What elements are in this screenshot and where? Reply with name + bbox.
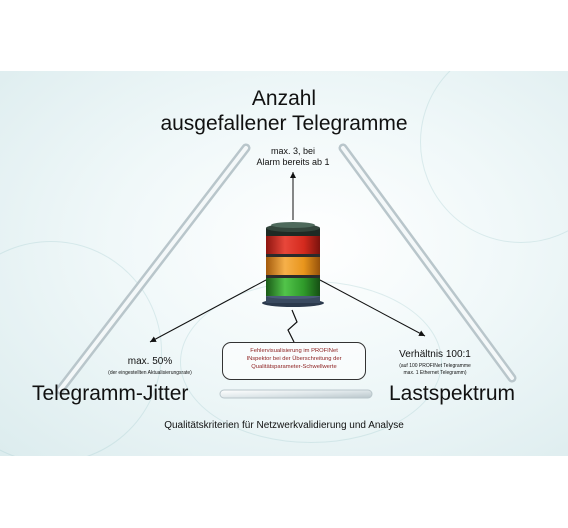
- left-criterion-subnote: (der eingestellten Aktualisierungsrate): [108, 370, 192, 376]
- bottom-tube: [219, 389, 373, 399]
- right-criterion-note: Verhältnis 100:1: [399, 349, 471, 360]
- top-note-line-2: Alarm bereits ab 1: [256, 157, 330, 167]
- error-visualization-box: [222, 342, 366, 380]
- right-criterion-subnote-2: max. 1 Ethernet Telegramm): [403, 370, 467, 376]
- orange-lamp: [266, 256, 320, 275]
- left-criterion-note: max. 50%: [127, 356, 173, 367]
- top-criterion-title: Anzahl ausgefallener Telegramme: [134, 86, 434, 136]
- right-criterion-subnote-1: (auf 100 PROFINet Telegramme: [399, 363, 471, 369]
- signal-tower-icon: [262, 222, 324, 307]
- box-text-line-1: Fehlervisualisierung im PROFINet: [250, 348, 338, 354]
- arrow-left: [149, 279, 267, 343]
- arrow-right: [319, 279, 426, 337]
- green-lamp: [266, 277, 320, 296]
- right-tube-highlight: [341, 146, 514, 380]
- top-criterion-note: max. 3, bei Alarm bereits ab 1: [238, 146, 348, 168]
- box-text-line-3: Qualitätsparameter-Schwellwerte: [251, 364, 337, 370]
- left-criterion-label: Telegramm-Jitter: [32, 382, 189, 405]
- lightning-connector: [287, 309, 298, 343]
- box-text-line-2: INspektor bei der Überschreitung der: [246, 356, 342, 362]
- diagram-caption: Qualitätskriterien für Netzwerkvalidieru…: [164, 420, 404, 431]
- top-title-line-2: ausgefallener Telegramme: [160, 112, 408, 135]
- left-tube-highlight: [58, 146, 248, 392]
- top-title-line-1: Anzahl: [251, 87, 317, 110]
- top-note-line-1: max. 3, bei: [270, 146, 316, 156]
- red-lamp: [266, 235, 320, 254]
- right-criterion-label: Lastspektrum: [389, 382, 516, 405]
